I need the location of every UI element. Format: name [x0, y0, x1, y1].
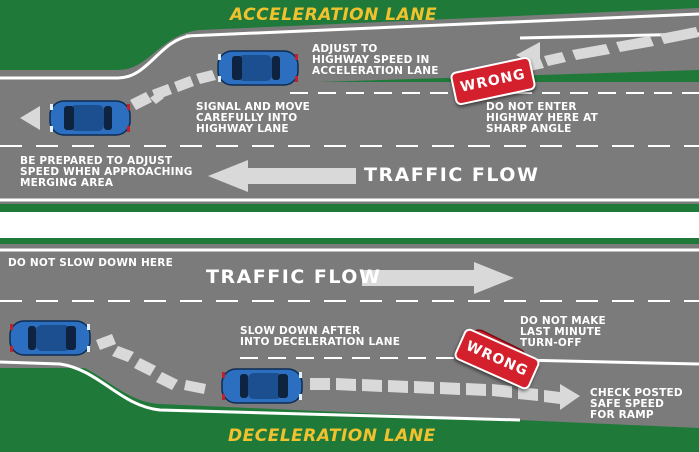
car-merging — [49, 100, 131, 136]
bottom-path-arrowhead — [560, 384, 580, 410]
car-accelerating — [217, 50, 299, 86]
prepare-adjust-note: BE PREPARED TO ADJUST SPEED WHEN APPROAC… — [20, 155, 193, 189]
traffic-flow-top-label: TRAFFIC FLOW — [364, 164, 540, 186]
bottom-chevron-path — [96, 334, 560, 404]
top-ramp-curve — [0, 34, 191, 80]
do-not-enter-note: DO NOT ENTER HIGHWAY HERE AT SHARP ANGLE — [486, 101, 598, 135]
signal-move-note: SIGNAL AND MOVE CAREFULLY INTO HIGHWAY L… — [196, 101, 311, 135]
top-left-arrow — [20, 106, 40, 130]
top-path-arrowhead — [516, 42, 540, 68]
acceleration-lane-title: ACCELERATION LANE — [230, 5, 438, 25]
median-white — [0, 212, 699, 238]
top-ramp-edge — [185, 12, 699, 38]
traffic-flow-bottom-label: TRAFFIC FLOW — [206, 266, 382, 288]
do-not-slow-note: DO NOT SLOW DOWN HERE — [8, 257, 173, 269]
adjust-speed-note: ADJUST TO HIGHWAY SPEED IN ACCELERATION … — [312, 43, 439, 77]
bottom-gore-line — [519, 358, 699, 366]
bottom-ramp-curve — [0, 360, 521, 422]
top-chevron-path — [130, 27, 699, 110]
bottom-ramp — [60, 356, 699, 428]
slow-down-note: SLOW DOWN AFTER INTO DECELERATION LANE — [240, 325, 401, 348]
bottom-flow-arrow — [362, 262, 514, 294]
check-speed-note: CHECK POSTED SAFE SPEED FOR RAMP — [590, 387, 683, 421]
top-flow-arrow — [208, 160, 356, 192]
car-slowing-highway — [9, 320, 91, 356]
last-minute-note: DO NOT MAKE LAST MINUTE TURN-OFF — [520, 315, 606, 349]
car-decelerating — [221, 368, 303, 404]
bottom-highway — [0, 244, 699, 368]
deceleration-lane-title: DECELERATION LANE — [228, 426, 436, 446]
